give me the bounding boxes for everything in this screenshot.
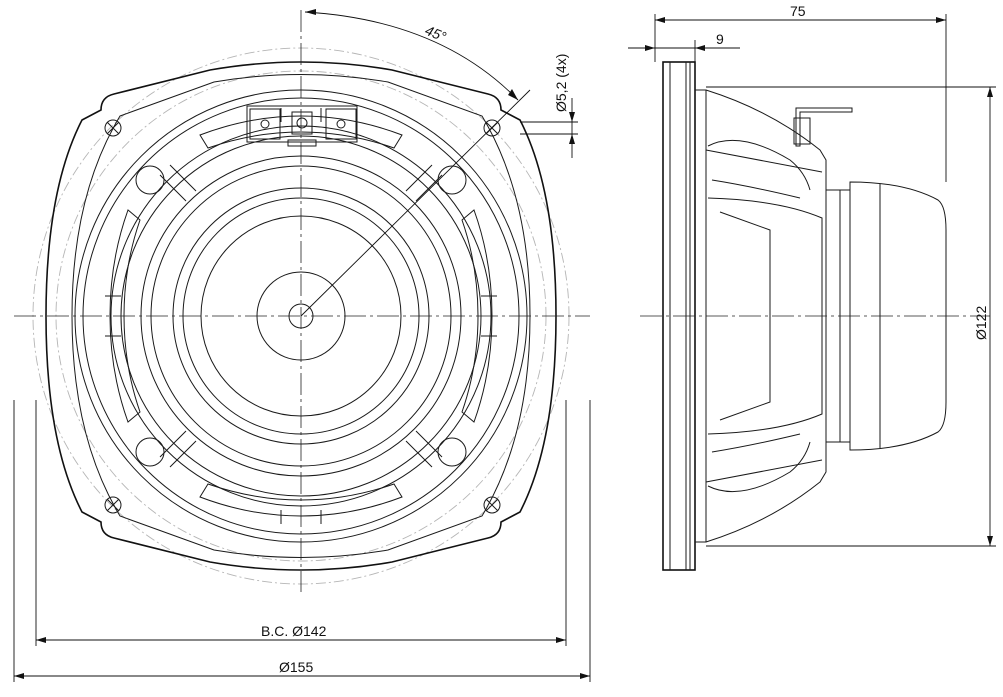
terminal-side: [793, 107, 853, 147]
mounting-hole-bottom-left: [104, 496, 122, 514]
depth-label: 75: [790, 3, 806, 19]
basket-windows: [109, 115, 493, 517]
hole-diameter-label: Ø5,2 (4x): [553, 54, 569, 112]
frame-outline: [45, 61, 557, 571]
angle-label: 45°: [423, 22, 449, 45]
mounting-hole-bottom-right: [483, 496, 501, 514]
side-view: 75 9 Ø122: [628, 3, 996, 571]
mounting-hole-top-left: [104, 119, 122, 137]
terminal-block: [246, 105, 358, 147]
angle-arc: [304, 11, 519, 101]
front-view: 45° Ø5,2 (4x) B.C. Ø142 Ø155: [13, 9, 591, 682]
outer-diameter-label: Ø155: [279, 659, 313, 675]
magnet-diameter-label: Ø122: [973, 306, 989, 340]
frame-inner-outline: [71, 74, 531, 558]
flange-label: 9: [716, 31, 724, 47]
bolt-circle-label: B.C. Ø142: [261, 623, 327, 639]
